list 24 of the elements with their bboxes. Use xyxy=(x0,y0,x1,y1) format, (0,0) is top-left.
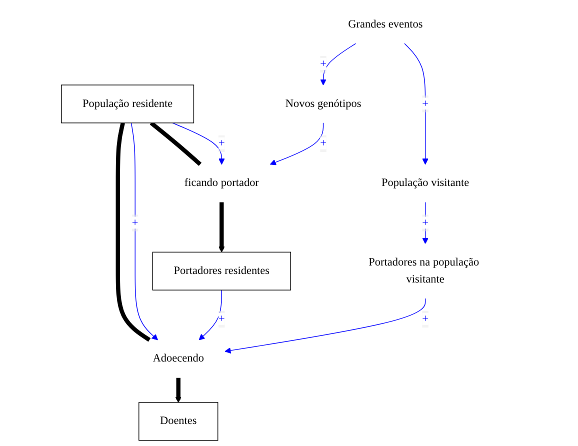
arrow xyxy=(198,290,222,340)
edge-label: + xyxy=(422,216,428,229)
connector xyxy=(116,122,151,342)
node-text: Novos genótipos xyxy=(285,98,362,110)
node-text: ficando portador xyxy=(184,176,259,189)
arrow xyxy=(270,122,324,166)
edge-label: + xyxy=(132,216,138,229)
edge-label: + xyxy=(422,312,428,325)
node-box: População residente xyxy=(61,84,194,124)
arrow xyxy=(224,298,426,354)
node-box: Portadores residentes xyxy=(152,252,291,290)
node-text: Adoecendo xyxy=(152,352,204,365)
edge-label: + xyxy=(320,58,326,70)
arrow xyxy=(175,378,182,403)
node-text: População visitante xyxy=(381,176,470,189)
connector xyxy=(150,121,202,166)
node-text: Portadores na população visitante xyxy=(368,256,480,286)
node-box: Doentes xyxy=(138,402,218,441)
edge-label: + xyxy=(320,137,326,150)
edge-label: + xyxy=(218,137,225,150)
node-text: Grandes eventos xyxy=(348,18,423,30)
edge-label: + xyxy=(422,98,428,110)
edge-label: + xyxy=(218,312,225,325)
arrow xyxy=(218,202,225,252)
